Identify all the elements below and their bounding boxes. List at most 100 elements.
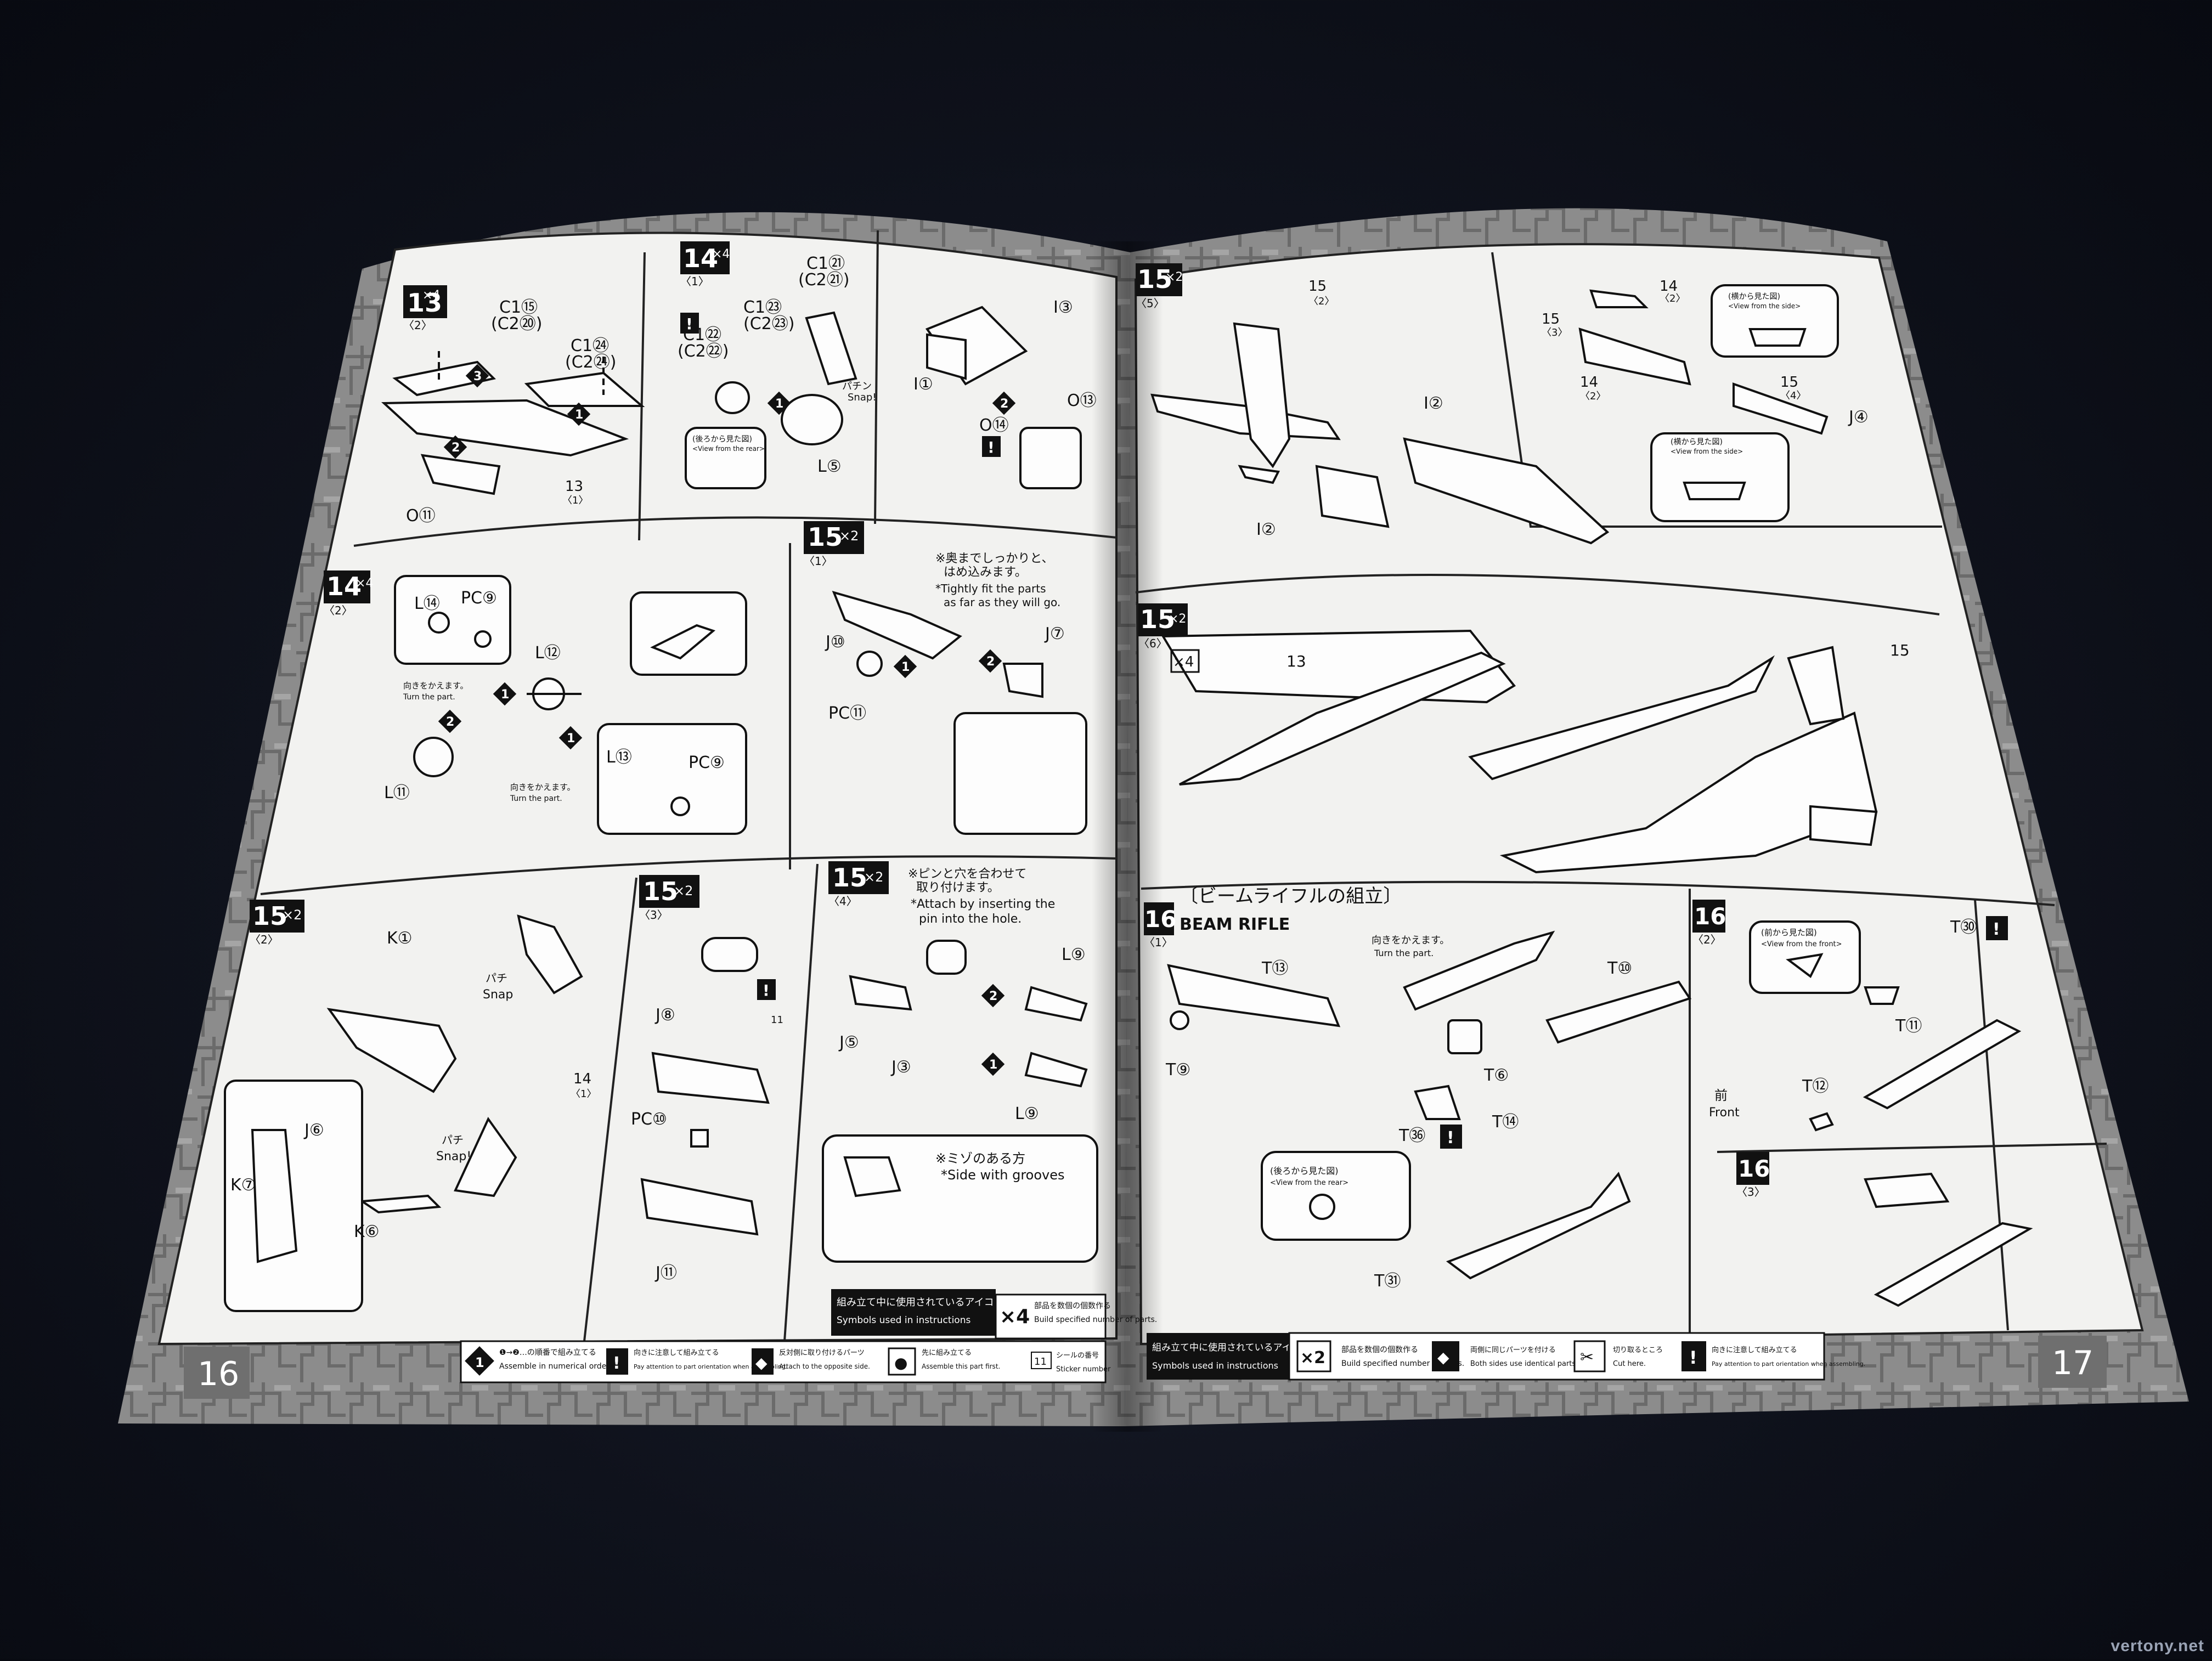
svg-text:T⑭: T⑭ (1492, 1112, 1519, 1132)
svg-text:◆: ◆ (1437, 1348, 1449, 1366)
order-diamond-icon: 2 (978, 649, 1002, 673)
svg-text:Assemble this part first.: Assemble this part first. (922, 1363, 1000, 1370)
step-16-1-assembly (1167, 930, 1692, 1280)
svg-text:T⑥: T⑥ (1483, 1066, 1509, 1085)
step-15-6-badge: 15×2 (1138, 603, 1188, 636)
left-page-number: 16 (198, 1355, 239, 1393)
svg-text:×4: ×4 (712, 247, 730, 261)
svg-text:〈1〉: 〈1〉 (562, 495, 588, 506)
svg-text:<View from the rear>: <View from the rear> (692, 445, 765, 453)
svg-text:Sticker number: Sticker number (1056, 1365, 1111, 1374)
svg-text:×2: ×2 (1169, 612, 1186, 626)
svg-text:PC⑩: PC⑩ (631, 1110, 667, 1129)
svg-text:T⑫: T⑫ (1802, 1077, 1829, 1096)
svg-text:Front: Front (1709, 1106, 1740, 1120)
svg-text:(C2㉓): (C2㉓) (743, 314, 794, 334)
svg-text:*Attach by inserting the: *Attach by inserting the (911, 897, 1055, 911)
svg-text:Assemble in numerical order ❶: Assemble in numerical order ❶ ❷ (499, 1362, 628, 1371)
svg-text:Build specified number of part: Build specified number of parts. (1034, 1315, 1157, 1324)
svg-text:向きをかえます。: 向きをかえます。 (1372, 935, 1449, 946)
svg-text:部品を数個の個数作る: 部品を数個の個数作る (1034, 1302, 1111, 1310)
svg-text:前: 前 (1714, 1088, 1728, 1103)
svg-text:16: 16 (1738, 1155, 1770, 1182)
svg-text:1: 1 (989, 1058, 997, 1072)
svg-text:L⑭: L⑭ (414, 594, 440, 613)
svg-text:!: ! (1689, 1347, 1697, 1368)
svg-text:(前から見た図): (前から見た図) (1761, 928, 1817, 937)
svg-text:(後ろから見た図): (後ろから見た図) (1270, 1166, 1339, 1176)
step-15-6-sub: 〈6〉 (1138, 637, 1167, 650)
svg-text:1: 1 (775, 397, 783, 411)
svg-text:L⑫: L⑫ (535, 643, 561, 663)
left-legend: 組み立て中に使用されているアイコン Symbols used in instru… (460, 1289, 1157, 1383)
svg-text:〈3〉: 〈3〉 (1542, 327, 1567, 338)
caution-icon: ! (1440, 1125, 1462, 1149)
step-14-2-assembly (394, 575, 747, 835)
step-16-2-sub: 〈2〉 (1692, 933, 1722, 946)
svg-text:◆: ◆ (755, 1354, 768, 1372)
legend-header-en: Symbols used in instructions (1152, 1360, 1278, 1371)
svg-text:※ミゾのある方: ※ミゾのある方 (935, 1151, 1025, 1166)
svg-text:T⑪: T⑪ (1895, 1016, 1922, 1036)
left-page-grid (260, 230, 1117, 1342)
step-15-1-sub: 〈1〉 (804, 555, 833, 568)
svg-text:15: 15 (1308, 278, 1327, 295)
order-diamond-icon: 1 (567, 402, 591, 426)
svg-text:(C2㉒): (C2㉒) (678, 342, 729, 361)
svg-text:14: 14 (1580, 374, 1598, 391)
svg-text:I②: I② (1256, 520, 1276, 539)
order-diamond-icon: 2 (438, 709, 462, 733)
svg-text:×4: ×4 (1173, 654, 1194, 670)
spine-shadow (1092, 241, 1163, 1432)
order-diamond-icon: 2 (992, 391, 1016, 415)
svg-text:PC⑪: PC⑪ (828, 704, 866, 723)
step-15-5-part-labels: 15 〈2〉 I② I② 15 〈3〉 14 〈2〉 14 〈2〉 15 〈4〉… (1256, 278, 1869, 539)
svg-text:C1㉔: C1㉔ (571, 336, 609, 355)
svg-text:<View from the side>: <View from the side> (1671, 448, 1743, 455)
svg-text:I③: I③ (1053, 298, 1073, 317)
svg-text:L⑬: L⑬ (606, 748, 632, 767)
step-15-4-part-labels: L⑨ J⑤ J③ L⑨ ※ピンと穴を合わせて 取り付けます。 *Attach b… (838, 867, 1086, 1183)
svg-text:(C2㉑): (C2㉑) (798, 270, 849, 290)
svg-text:(横から見た図): (横から見た図) (1671, 438, 1723, 447)
svg-text:Pay attention to part orientat: Pay attention to part orientation when a… (1712, 1360, 1865, 1368)
svg-text:×2: ×2 (674, 883, 693, 899)
svg-text:I②: I② (1424, 394, 1443, 413)
svg-text:11: 11 (771, 1014, 783, 1026)
svg-text:J⑥: J⑥ (303, 1121, 324, 1140)
svg-text:14: 14 (573, 1071, 591, 1087)
svg-text:15: 15 (1780, 374, 1798, 391)
step-15-5-sub: 〈5〉 (1136, 297, 1165, 310)
svg-text:K⑦: K⑦ (230, 1176, 256, 1195)
legend-header-ja: 組み立て中に使用されているアイコン (1152, 1342, 1310, 1353)
svg-text:(横から見た図): (横から見た図) (1728, 292, 1780, 301)
svg-text:向きをかえます。: 向きをかえます。 (510, 782, 575, 792)
svg-text:15: 15 (1137, 264, 1172, 294)
svg-text:※ピンと穴を合わせて: ※ピンと穴を合わせて (908, 867, 1026, 881)
svg-text:〈1〉: 〈1〉 (571, 1088, 596, 1100)
step-15-2-badge: 15×2 (250, 900, 304, 933)
step-15-5-badge: 15×2 (1136, 263, 1183, 296)
svg-text:パチ: パチ (486, 971, 507, 985)
svg-text:15: 15 (808, 522, 843, 552)
svg-text:Both sides use identical parts: Both sides use identical parts. (1470, 1360, 1578, 1368)
step-16-1-part-labels: 〔ビームライフルの組立〕 BEAM RIFLE T⑬ T⑨ T⑩ T⑥ T㊱ T… (1165, 885, 1632, 1291)
svg-text:Snap: Snap (483, 988, 513, 1002)
svg-text:2: 2 (989, 990, 997, 1003)
caution-icon: ! (982, 436, 1001, 457)
svg-text:13: 13 (407, 288, 442, 318)
svg-text:×2: ×2 (1300, 1348, 1325, 1368)
svg-text:*Side with grooves: *Side with grooves (941, 1167, 1065, 1183)
step-16-3-assembly (1864, 1172, 2033, 1307)
svg-text:取り付けます。: 取り付けます。 (916, 881, 1000, 895)
svg-text:1: 1 (575, 408, 583, 422)
svg-text:L⑤: L⑤ (817, 457, 842, 476)
right-page-grid (1135, 252, 2107, 1338)
svg-text:!: ! (686, 315, 693, 333)
svg-text:<View from the front>: <View from the front> (1761, 940, 1842, 948)
